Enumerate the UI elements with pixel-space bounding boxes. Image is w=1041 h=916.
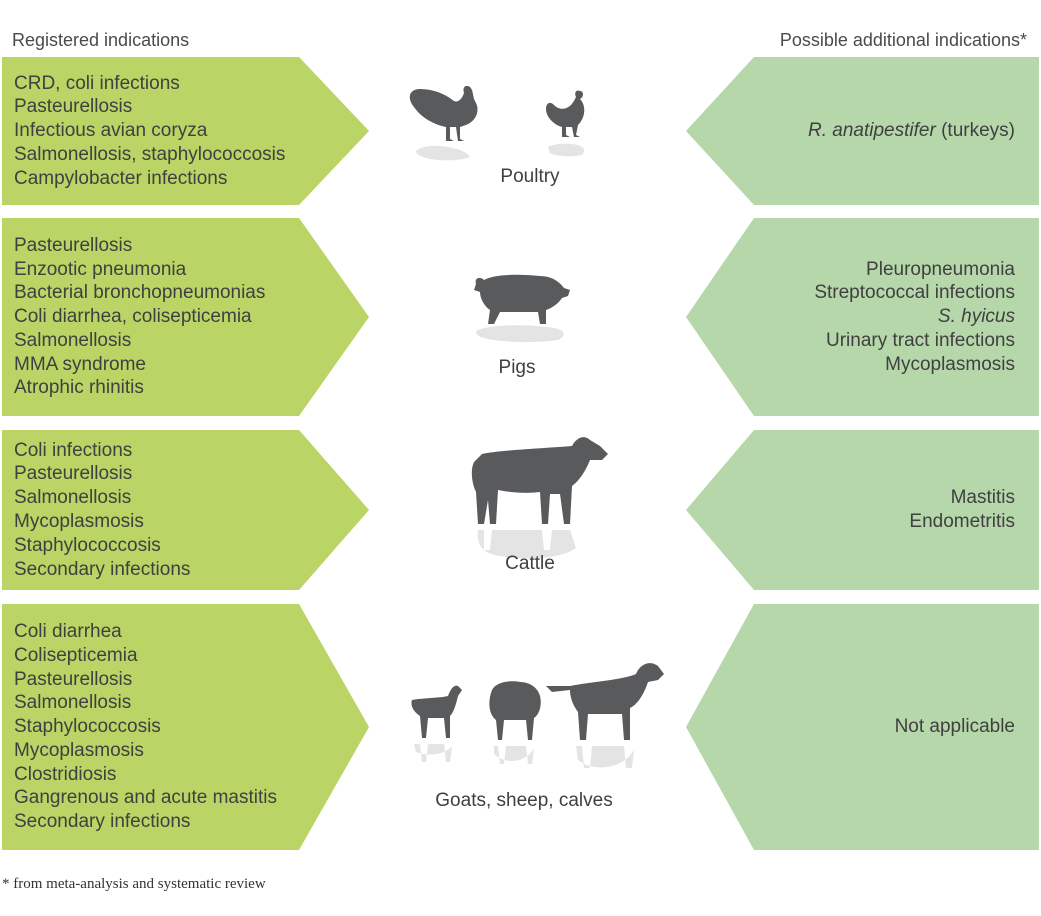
registered-item: Coli diarrhea, colisepticemia: [14, 306, 252, 328]
footnote: * from meta-analysis and systematic revi…: [2, 876, 266, 892]
registered-item: CRD, coli infections: [14, 72, 180, 94]
registered-item: Gangrenous and acute mastitis: [14, 787, 277, 809]
animal-area-cattle: Cattle: [400, 430, 660, 590]
additional-item: R. anatipestifer (turkeys): [808, 119, 1015, 143]
additional-italic: R. anatipestifer: [808, 120, 936, 142]
registered-item: Pasteurellosis: [14, 234, 133, 256]
additional-item: Mycoplasmosis: [885, 353, 1015, 377]
registered-item: Mycoplasmosis: [14, 511, 144, 532]
additional-item: S. hyicus: [938, 305, 1015, 329]
species-label-pigs: Pigs: [498, 357, 536, 378]
additional-text: (turkeys): [935, 120, 1015, 142]
registered-item: Staphylococcosis: [14, 534, 161, 556]
pig-icon: [474, 274, 570, 343]
cow-icon: [471, 437, 608, 559]
additional-text: Mastitis: [950, 487, 1015, 509]
additional-box-poultry: R. anatipestifer (turkeys): [686, 57, 1039, 205]
additional-box-cattle: Mastitis Endometritis: [686, 430, 1039, 590]
chicken-icon: [546, 90, 585, 157]
registered-item: Atrophic rhinitis: [14, 377, 144, 399]
registered-item: Mycoplasmosis: [14, 739, 144, 761]
registered-item: Colisepticemia: [14, 644, 138, 666]
registered-item: Pasteurellosis: [14, 96, 133, 118]
row-goats-sheep-calves: Coli diarrhea Colisepticemia Pasteurello…: [0, 604, 1041, 850]
registered-header: Registered indications: [12, 30, 190, 50]
registered-box-pigs: Pasteurellosis Enzootic pneumonia Bacter…: [2, 218, 369, 416]
additional-item: Mastitis: [951, 486, 1015, 510]
additional-box-pigs: Pleuropneumonia Streptococcal infections…: [686, 218, 1039, 416]
row-cattle: Coli infections Pasteurellosis Salmonell…: [0, 430, 1041, 590]
species-label-poultry: Poultry: [500, 166, 560, 187]
row-poultry: CRD, coli infections Pasteurellosis Infe…: [0, 57, 1041, 205]
species-label-cattle: Cattle: [505, 553, 555, 574]
registered-item: Salmonellosis, staphylococcosis: [14, 143, 286, 165]
registered-item: Clostridiosis: [14, 763, 117, 785]
row-pigs: Pasteurellosis Enzootic pneumonia Bacter…: [0, 218, 1041, 416]
registered-box-goats-sheep-calves: Coli diarrhea Colisepticemia Pasteurello…: [2, 604, 369, 850]
registered-item: Secondary infections: [14, 811, 191, 833]
additional-item: Urinary tract infections: [826, 329, 1015, 353]
additional-text: Streptococcal infections: [814, 282, 1015, 304]
additional-box-goats-sheep-calves: Not applicable: [686, 604, 1039, 850]
additional-text: Mycoplasmosis: [885, 353, 1015, 375]
registered-item: Campylobacter infections: [14, 167, 228, 189]
animal-area-pigs: Pigs: [400, 218, 660, 416]
registered-box-poultry: CRD, coli infections Pasteurellosis Infe…: [2, 57, 369, 205]
additional-item: Endometritis: [909, 510, 1015, 534]
additional-text: Urinary tract infections: [825, 329, 1015, 351]
additional-italic: S. hyicus: [937, 306, 1015, 328]
additional-header: Possible additional indications*: [779, 30, 1027, 50]
registered-item: Secondary infections: [14, 558, 191, 580]
registered-item: Bacterial bronchopneumonias: [14, 282, 266, 304]
registered-item: Salmonellosis: [14, 329, 132, 351]
registered-item: Pasteurellosis: [14, 463, 133, 485]
animal-area-goats-sheep-calves: Goats, sheep, calves: [400, 604, 664, 850]
registered-item: Infectious avian coryza: [14, 120, 208, 142]
sheep-icon: [489, 681, 541, 764]
registered-item: Staphylococcosis: [14, 716, 161, 738]
registered-item: MMA syndrome: [14, 353, 146, 375]
additional-text: Not applicable: [894, 716, 1015, 738]
registered-item: Enzootic pneumonia: [14, 258, 187, 280]
additional-text: Pleuropneumonia: [866, 258, 1015, 280]
registered-item: Salmonellosis: [14, 487, 132, 509]
registered-item: Coli infections: [14, 439, 133, 461]
animal-area-poultry: Poultry: [400, 57, 660, 205]
calf-icon: [546, 663, 664, 768]
additional-item: Streptococcal infections: [814, 281, 1015, 305]
additional-text: Endometritis: [909, 511, 1015, 532]
additional-item: Pleuropneumonia: [866, 258, 1015, 282]
registered-box-cattle: Coli infections Pasteurellosis Salmonell…: [2, 430, 369, 590]
registered-item: Coli diarrhea: [14, 620, 122, 642]
species-label-goats-sheep-calves: Goats, sheep, calves: [435, 790, 613, 811]
goat-icon: [411, 685, 462, 762]
additional-item: Not applicable: [895, 715, 1015, 739]
registered-item: Salmonellosis: [14, 692, 132, 714]
turkey-icon: [409, 85, 478, 161]
registered-item: Pasteurellosis: [14, 668, 133, 690]
